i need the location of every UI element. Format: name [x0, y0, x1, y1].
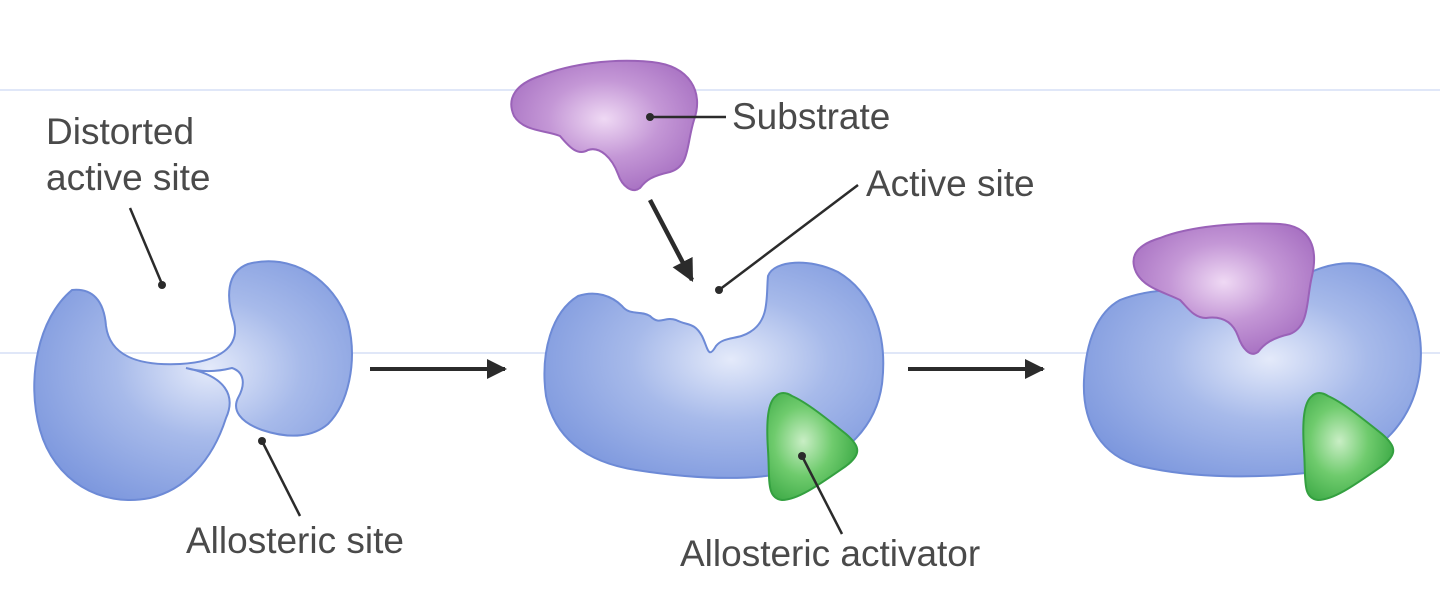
substrate-binding-arrow [648, 198, 694, 282]
active-site-label: Active site [715, 163, 1035, 294]
bound-activator-shape [1302, 392, 1395, 502]
allosteric-activator-text: Allosteric activator [680, 533, 980, 574]
enzyme-substrate-complex [1082, 222, 1422, 502]
allosteric-activator-leader [800, 455, 844, 535]
bound-substrate-shape [1132, 222, 1316, 355]
substrate-molecule [510, 59, 699, 192]
distorted-active-site-label: Distorted active site [46, 111, 211, 289]
allosteric-site-leader [260, 440, 302, 517]
distorted-active-site-leader [128, 207, 164, 285]
distorted-active-site-label-line2: active site [46, 157, 211, 198]
allosteric-activator-shape [766, 392, 859, 502]
active-site-leader [718, 184, 859, 291]
substrate-text: Substrate [732, 96, 890, 137]
distorted-active-site-dot [158, 281, 166, 289]
allosteric-activator-label: Allosteric activator [680, 452, 980, 574]
enzyme-inactive [33, 260, 353, 501]
substrate-label: Substrate [646, 96, 890, 137]
distorted-active-site-label-line1: Distorted [46, 111, 194, 152]
allosteric-site-text: Allosteric site [186, 520, 404, 561]
active-site-text: Active site [866, 163, 1035, 204]
allosteric-site-label: Allosteric site [186, 437, 404, 561]
